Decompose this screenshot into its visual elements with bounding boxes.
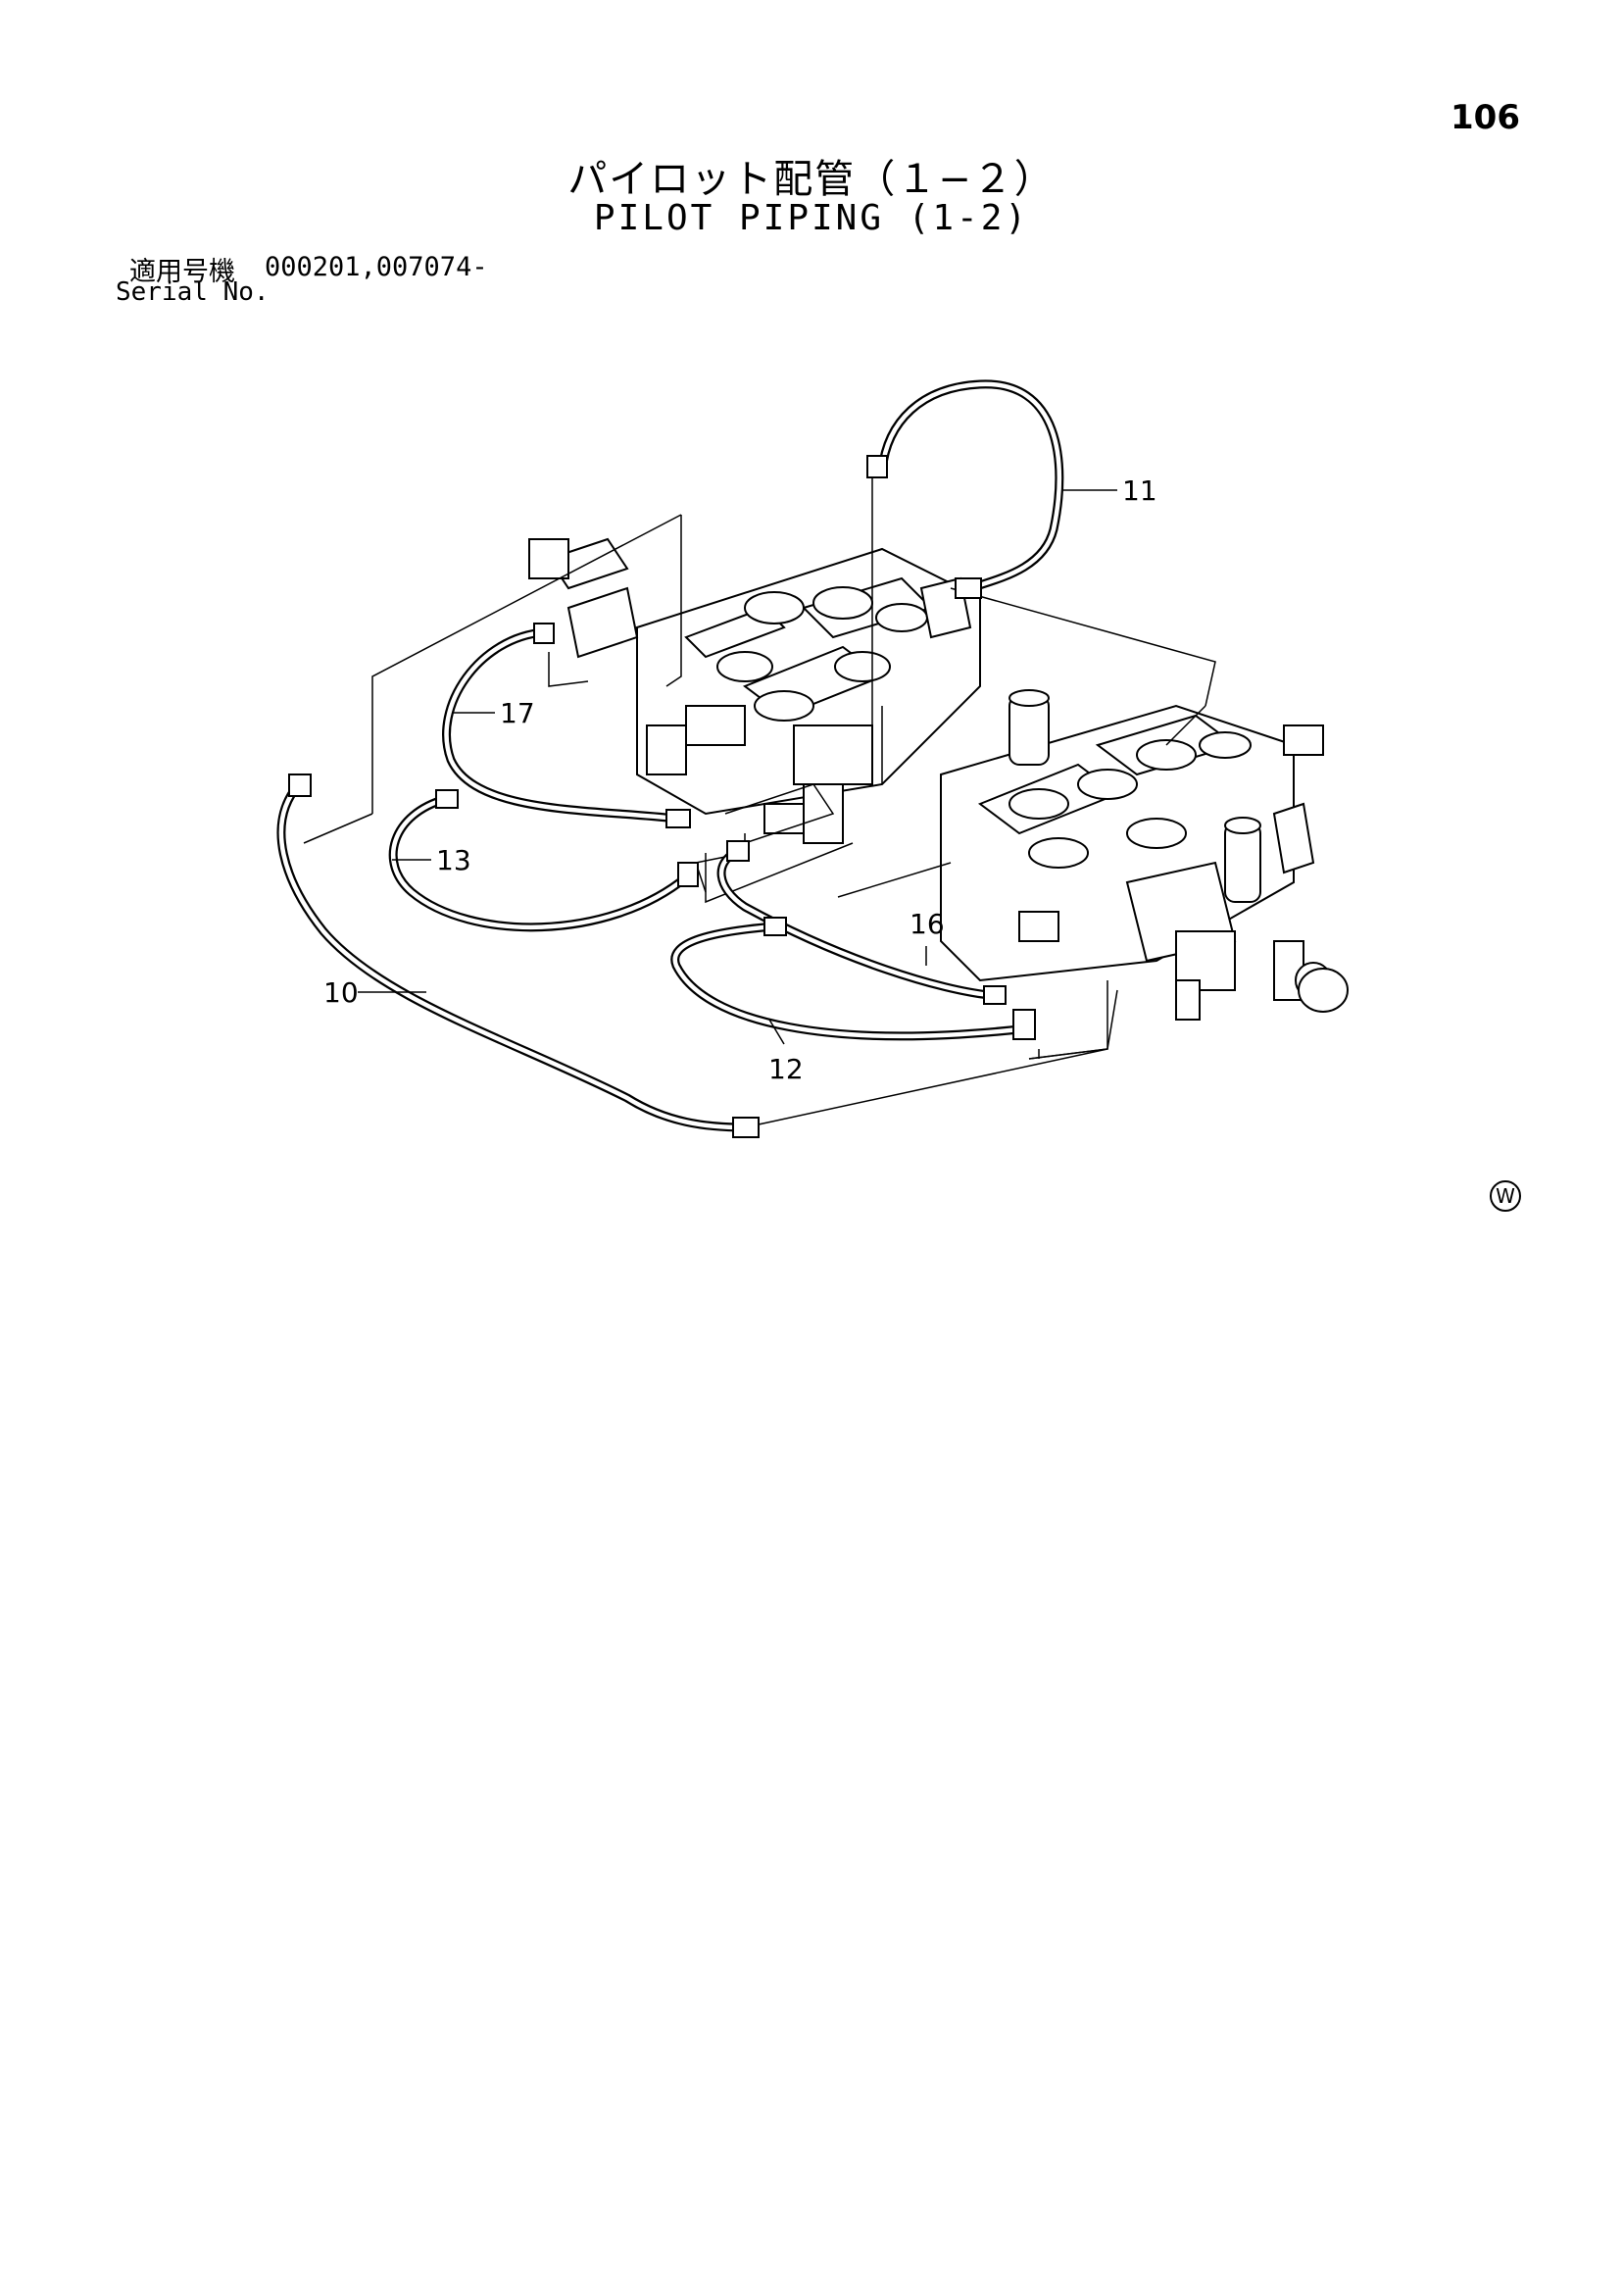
hose-17	[442, 623, 691, 828]
callout-13: 13	[436, 844, 471, 876]
page-title-english: PILOT PIPING (1-2)	[593, 198, 1030, 238]
serial-number-range: 000201,007074-	[265, 252, 488, 282]
page-title-japanese: パイロット配管（１−２）	[567, 157, 1056, 202]
w-circle-mark: W	[1490, 1180, 1521, 1212]
page-number: 106	[1451, 98, 1520, 137]
serial-label-japanese: 適用号機	[129, 257, 235, 287]
hose-13	[388, 789, 699, 932]
callout-12: 12	[768, 1053, 804, 1085]
callout-16: 16	[910, 908, 945, 940]
hose-16	[716, 840, 1007, 1005]
callout-10: 10	[323, 976, 359, 1009]
hose-11	[866, 379, 1064, 599]
callout-11: 11	[1122, 474, 1157, 507]
serial-label-english: Serial No.	[116, 277, 270, 307]
hose-10	[276, 774, 760, 1138]
left-control-valve	[528, 537, 981, 844]
callout-leaders	[358, 489, 1117, 1045]
callout-17: 17	[500, 697, 535, 729]
hose-12	[670, 917, 1036, 1041]
leader-lines	[303, 461, 1216, 1128]
right-control-valve	[940, 689, 1349, 1021]
w-mark-letter: W	[1496, 1184, 1515, 1208]
